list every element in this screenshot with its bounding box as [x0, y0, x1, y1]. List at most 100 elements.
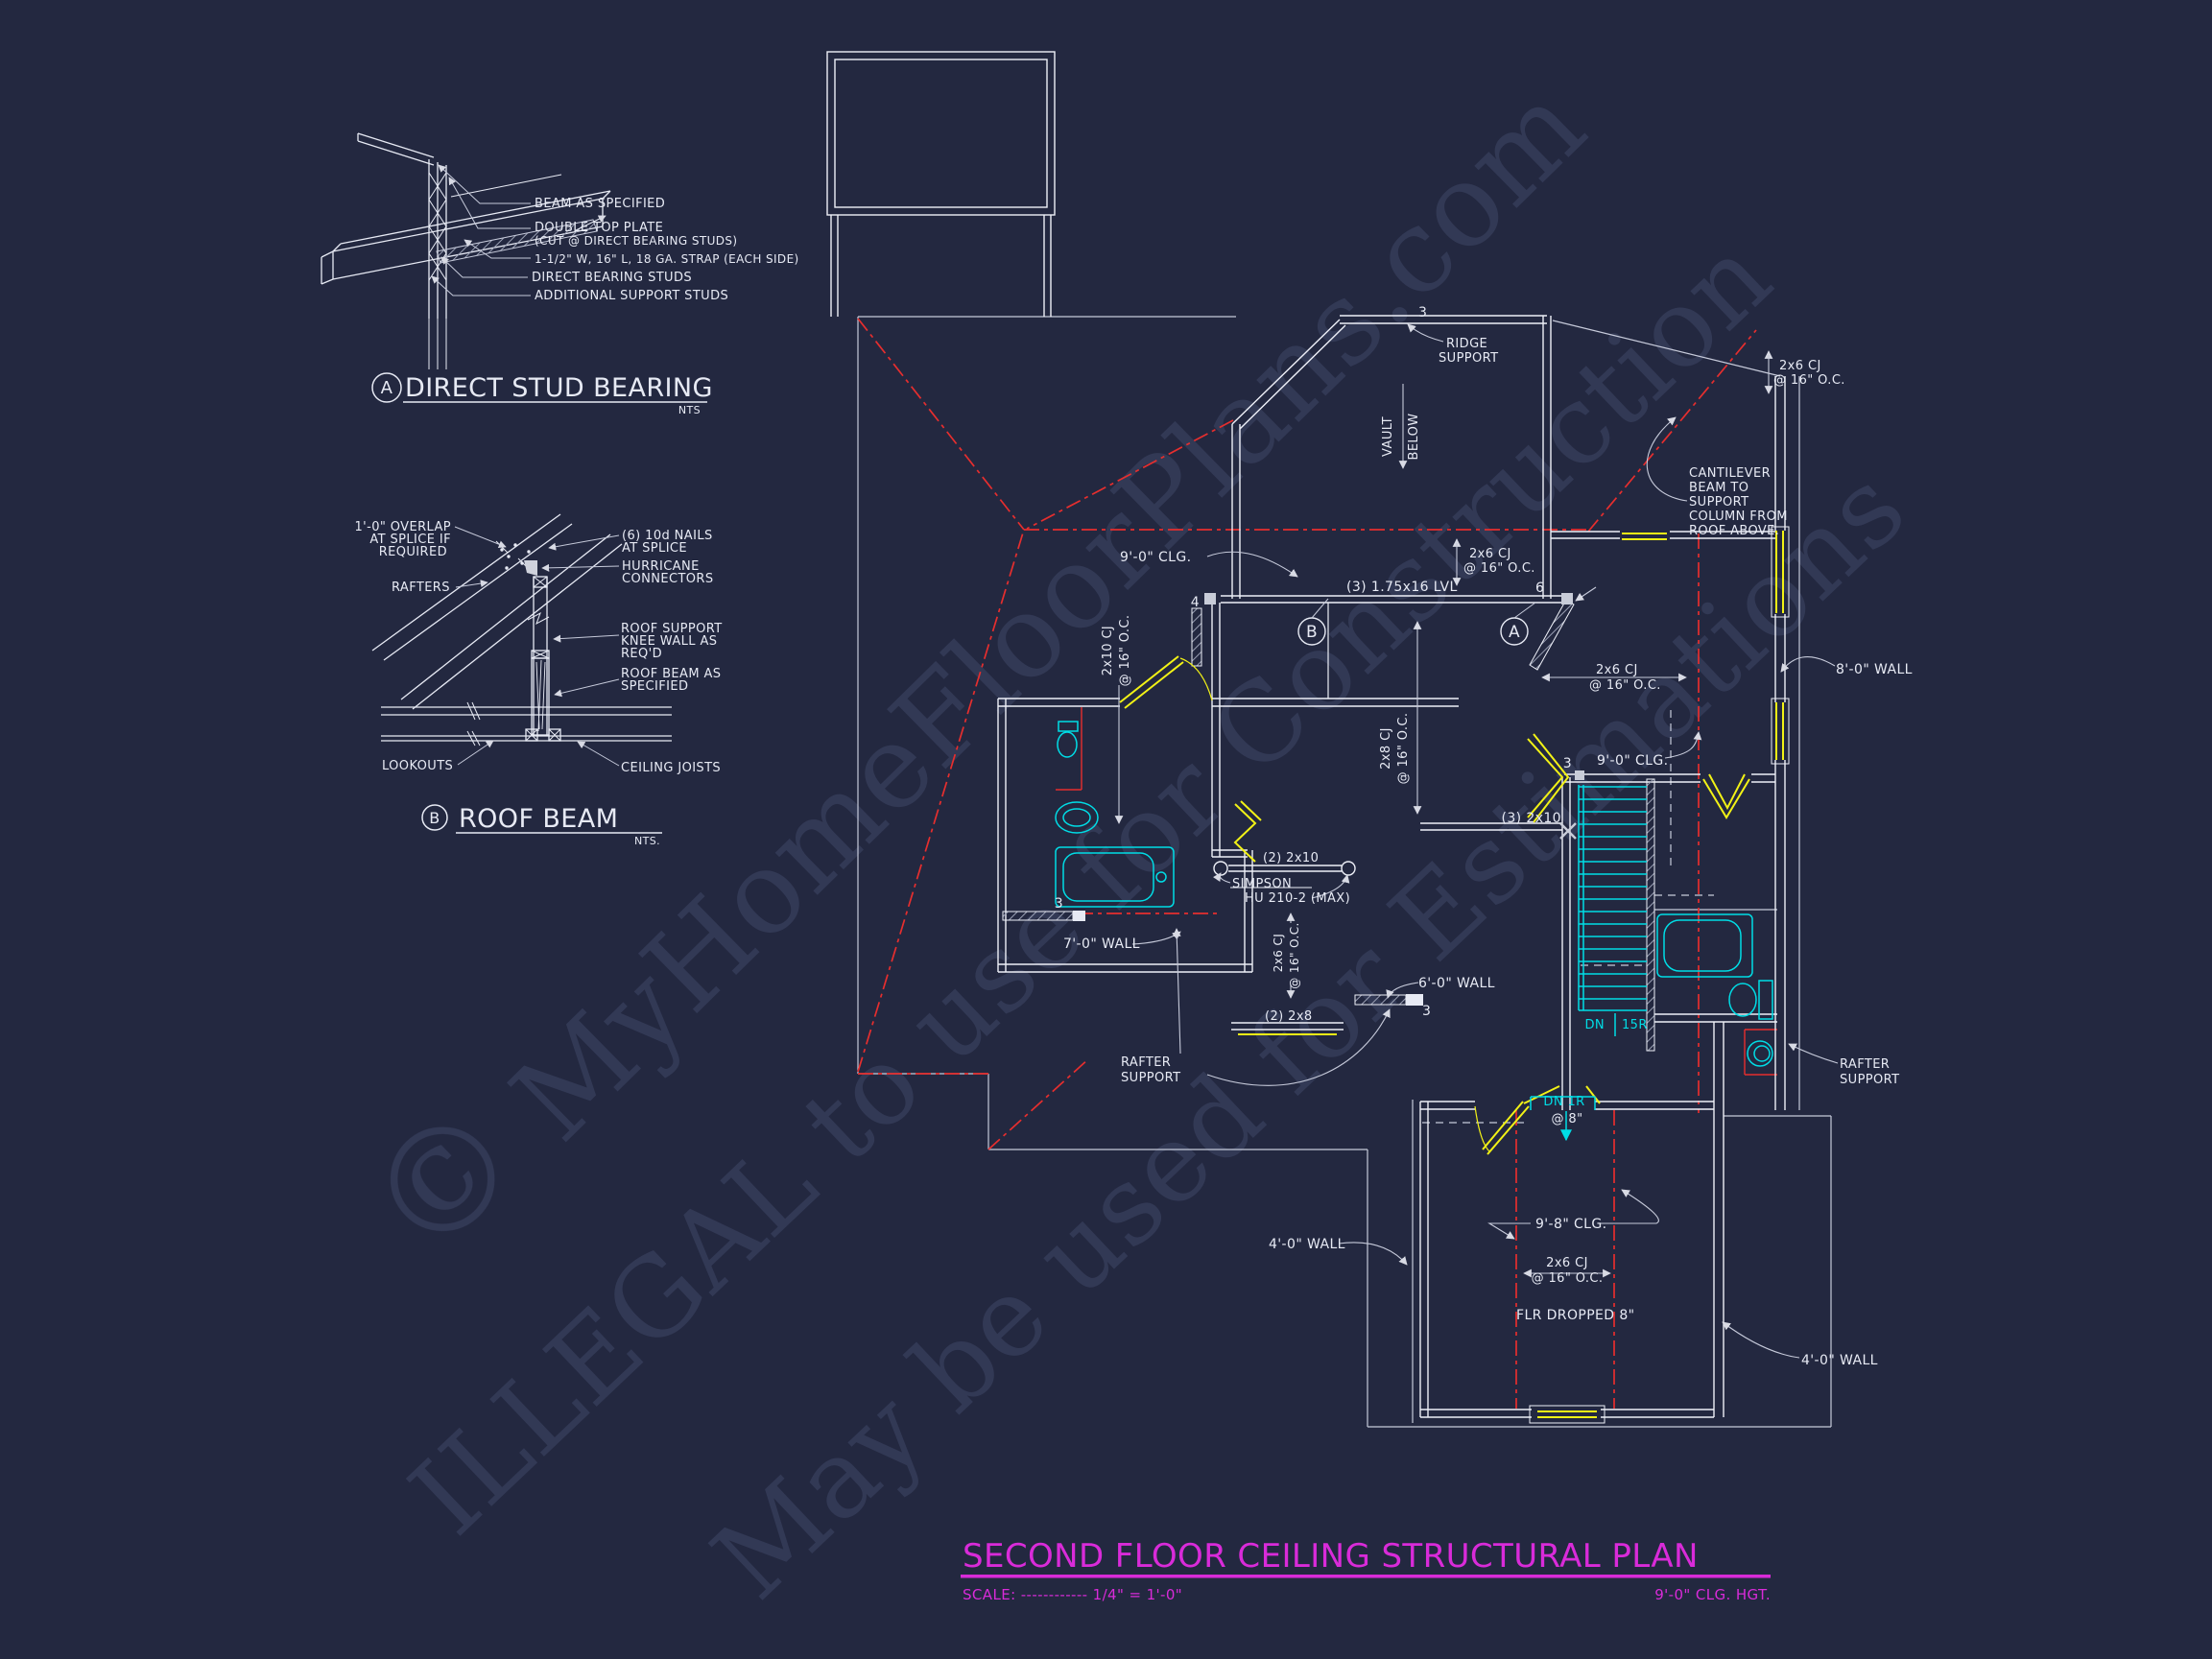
annotation-label: 2x6 CJ: [1546, 1256, 1588, 1270]
annotation-label: @ 16" O.C.: [1589, 678, 1661, 693]
annotation-label: 6: [1535, 581, 1544, 596]
detail-a-nts: NTS: [678, 404, 701, 416]
annotation-label: (2) 2x8: [1265, 1009, 1313, 1024]
hatched-walls: [1002, 599, 1655, 1052]
annotation-label: 4: [1191, 595, 1200, 610]
annotation-label: RIDGE: [1446, 337, 1487, 351]
annotation-label: BEAM TO: [1689, 481, 1748, 495]
annotation-label: 2x6 CJ: [1272, 934, 1285, 973]
plan-leaders: [1114, 323, 1839, 1359]
annotation-label: 4'-0" WALL: [1269, 1237, 1345, 1252]
detail-b-nts: NTS.: [634, 835, 660, 847]
annotation-label: 9'-0" CLG.: [1120, 550, 1191, 565]
annotation-label: (3) 2x10: [1502, 811, 1562, 826]
annotation-label: @ 16" O.C.: [1118, 615, 1132, 687]
title-underline: [961, 1575, 1771, 1578]
annotation-label: @ 16" O.C.: [1463, 561, 1535, 576]
roof-ridge-lines: [857, 318, 1757, 1409]
scale-note: SCALE: ------------ 1/4" = 1'-0": [963, 1586, 1182, 1603]
window: [1775, 531, 1784, 613]
annotation-label: 15R: [1622, 1018, 1648, 1032]
detail-a-labels: BEAM AS SPECIFIED DOUBLE TOP PLATE(CUT @ …: [532, 197, 799, 303]
detail-a-sketch: [321, 132, 611, 369]
bath-fixtures: [1055, 721, 1773, 1067]
annotation-label: CONNECTORS: [622, 572, 714, 586]
annotation-label: 1'-0" OVERLAP: [354, 520, 451, 534]
annotation-label: @ 16" O.C.: [1396, 713, 1411, 785]
splice-nails: [500, 543, 531, 570]
door-chevron: [1523, 1085, 1601, 1104]
shear-markers: [1073, 593, 1584, 1006]
annotation-label: (2) 2x10: [1263, 851, 1319, 865]
door-chevron: [1702, 773, 1750, 819]
window-frames: [1529, 526, 1790, 1424]
annotation-label: 3: [1055, 896, 1063, 912]
annotation-label: AT SPLICE: [622, 541, 687, 556]
detail-a-marker-circle: [371, 372, 402, 403]
annotation-label: DOUBLE TOP PLATE: [535, 221, 663, 235]
annotation-label: REQ'D: [621, 647, 662, 661]
annotation-label: DN: [1584, 1018, 1605, 1032]
annotation-label: 2x8 CJ: [1379, 727, 1393, 770]
detail-a-marker-letter: A: [381, 378, 393, 398]
sheet-title: SECOND FLOOR CEILING STRUCTURAL PLAN: [963, 1537, 1699, 1576]
annotation-label: 7'-0" WALL: [1063, 936, 1140, 952]
annotation-label: @ 16" O.C.: [1288, 922, 1301, 988]
door-arc: [1179, 657, 1213, 701]
annotation-label: REQUIRED: [379, 545, 447, 559]
stairs: [1530, 785, 1647, 1142]
annotation-label: 9'-8" CLG.: [1535, 1217, 1606, 1232]
annotation-label: @ 16" O.C.: [1773, 373, 1845, 388]
annotation-label: VAULT: [1381, 416, 1395, 457]
annotation-label: SUPPORT: [1840, 1073, 1900, 1087]
annotation-label: SIMPSON: [1232, 877, 1292, 891]
ceiling-height-note: 9'-0" CLG. HGT.: [1654, 1586, 1771, 1603]
annotation-label: DN 1R: [1543, 1095, 1584, 1109]
annotation-label: HURRICANE: [622, 559, 700, 574]
annotation-label: SUPPORT: [1439, 351, 1499, 366]
annotation-label: RAFTER: [1840, 1057, 1890, 1072]
annotation-label: HU 210-2 (MAX): [1245, 891, 1350, 906]
door-chevron: [1527, 733, 1570, 823]
walls: [826, 51, 1786, 1418]
annotation-label: SPECIFIED: [621, 679, 688, 694]
annotation-label: 2x6 CJ: [1779, 359, 1821, 373]
toilet-bowl: [1057, 731, 1078, 758]
plan-markers: [1297, 598, 1536, 646]
bathtub: [1055, 846, 1175, 908]
annotation-label: (3) 1.75x16 LVL: [1346, 580, 1458, 595]
door-leaf: [1622, 533, 1667, 540]
annotation-label: BEAM AS SPECIFIED: [535, 197, 665, 211]
annotation-label: (CUT @ DIRECT BEARING STUDS): [535, 234, 738, 248]
annotation-label: 2x10 CJ: [1101, 626, 1115, 675]
annotation-label: ADDITIONAL SUPPORT STUDS: [535, 289, 728, 303]
annotation-label: CANTILEVER: [1689, 466, 1771, 481]
window: [1775, 702, 1784, 760]
title-block: SECOND FLOOR CEILING STRUCTURAL PLAN SCA…: [961, 1537, 1771, 1603]
annotation-label: LOOKOUTS: [382, 759, 453, 773]
detail-b-marker-circle: [421, 804, 448, 831]
annotation-label: 2x6 CJ: [1469, 547, 1511, 561]
annotation-label: DIRECT BEARING STUDS: [532, 271, 692, 285]
annotation-label: RAFTERS: [392, 581, 450, 595]
sink: [1747, 1040, 1773, 1067]
annotation-label: CEILING JOISTS: [621, 761, 721, 775]
annotation-label: 1-1/2" W, 16" L, 18 GA. STRAP (EACH SIDE…: [535, 252, 799, 266]
annotation-label: SUPPORT: [1121, 1071, 1181, 1085]
annotation-label: FLR DROPPED 8": [1516, 1308, 1634, 1323]
annotation-label: ROOF SUPPORT: [621, 622, 723, 636]
detail-b-leaders: [454, 526, 620, 767]
toilet-tank: [1758, 980, 1773, 1020]
annotation-label: AT SPLICE IF: [369, 533, 451, 547]
detail-b-marker-letter: B: [429, 809, 440, 827]
annotation-label: RAFTER: [1121, 1055, 1171, 1070]
beam-post: [1341, 861, 1356, 876]
annotation-label: 8'-0" WALL: [1836, 662, 1913, 677]
sink: [1055, 801, 1099, 834]
door-arc: [1474, 1105, 1490, 1152]
detail-a-title: DIRECT STUD BEARING: [405, 373, 713, 403]
door-leaf: [1482, 1101, 1530, 1155]
